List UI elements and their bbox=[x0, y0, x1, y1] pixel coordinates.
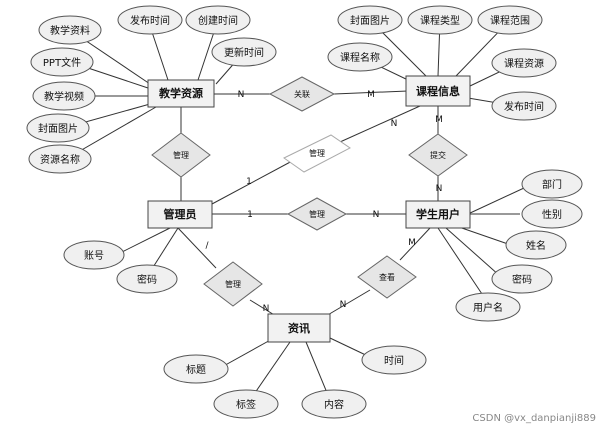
attr-res-create-time: 创建时间 bbox=[185, 5, 251, 35]
attr-course-type: 课程类型 bbox=[407, 5, 473, 35]
entity-resource-label: 教学资源 bbox=[158, 86, 203, 100]
entity-student: 学生用户 bbox=[405, 200, 471, 229]
attr-res-create-time-label: 创建时间 bbox=[198, 14, 238, 27]
attr-stu-username-label: 用户名 bbox=[473, 301, 503, 314]
attr-stu-gender-label: 性别 bbox=[542, 208, 562, 221]
attr-course-resource-label: 课程资源 bbox=[504, 57, 544, 70]
attr-course-publish-time: 发布时间 bbox=[491, 91, 557, 121]
attr-res-publish-time: 发布时间 bbox=[117, 5, 183, 35]
attr-admin-account: 账号 bbox=[63, 240, 125, 270]
attr-stu-name: 姓名 bbox=[505, 230, 567, 260]
attr-news-time: 时间 bbox=[361, 345, 427, 375]
relation-admin-course-label: 管理 bbox=[309, 148, 325, 158]
attr-res-ppt-label: PPT文件 bbox=[43, 56, 81, 69]
attr-res-material: 教学资料 bbox=[38, 15, 102, 45]
card-admin-news-admin: / bbox=[205, 241, 209, 251]
entity-news-label: 资讯 bbox=[288, 321, 310, 335]
attr-course-scope-label: 课程范围 bbox=[490, 14, 530, 27]
attr-res-cover-label: 封面图片 bbox=[38, 122, 78, 135]
card-admin-student-admin: 1 bbox=[247, 210, 253, 220]
relation-student-course: 提交 bbox=[408, 133, 468, 177]
card-admin-student-student: N bbox=[373, 210, 380, 220]
entity-resource: 教学资源 bbox=[147, 79, 215, 108]
attr-news-title-label: 标题 bbox=[186, 364, 206, 376]
attr-res-ppt: PPT文件 bbox=[30, 47, 94, 77]
card-admin-course-admin: 1 bbox=[246, 177, 252, 187]
attr-res-name-label: 资源名称 bbox=[40, 153, 80, 166]
entity-student-label: 学生用户 bbox=[416, 207, 460, 221]
card-admin-course-course: N bbox=[391, 119, 398, 129]
attr-stu-gender: 性别 bbox=[521, 199, 583, 229]
attr-course-name: 课程名称 bbox=[327, 42, 393, 72]
cardinality-labels: N M 1 N 1 N / N N M M N bbox=[205, 90, 442, 314]
attr-course-publish-time-label: 发布时间 bbox=[504, 100, 544, 113]
attr-stu-password: 密码 bbox=[491, 264, 553, 294]
attr-res-update-time-label: 更新时间 bbox=[224, 46, 264, 59]
attr-news-time-label: 时间 bbox=[384, 354, 404, 367]
attr-res-video: 教学视频 bbox=[32, 81, 96, 111]
attr-res-name: 资源名称 bbox=[28, 144, 92, 174]
relation-res-course: 关联 bbox=[268, 76, 336, 112]
attr-course-cover-label: 封面图片 bbox=[350, 14, 390, 27]
attr-stu-dept: 部门 bbox=[521, 169, 583, 199]
card-student-news-news: N bbox=[340, 300, 347, 310]
relation-student-news: 查看 bbox=[357, 255, 417, 299]
card-res-course-course: M bbox=[367, 90, 375, 100]
attr-stu-password-label: 密码 bbox=[512, 273, 532, 286]
attr-res-update-time: 更新时间 bbox=[211, 37, 277, 67]
attr-course-type-label: 课程类型 bbox=[420, 14, 460, 27]
attr-course-resource: 课程资源 bbox=[491, 48, 557, 78]
attr-news-tag-label: 标签 bbox=[236, 398, 256, 411]
entity-admin-label: 管理员 bbox=[164, 207, 197, 221]
relation-student-news-label: 查看 bbox=[379, 272, 395, 282]
attr-admin-password-label: 密码 bbox=[137, 273, 157, 286]
attr-res-publish-time-label: 发布时间 bbox=[130, 14, 170, 27]
entity-course: 课程信息 bbox=[405, 75, 471, 107]
attr-course-scope: 课程范围 bbox=[477, 5, 543, 35]
attr-news-tag: 标签 bbox=[213, 389, 279, 419]
card-admin-news-news: N bbox=[263, 304, 270, 314]
attr-admin-password: 密码 bbox=[116, 264, 178, 294]
attr-res-material-label: 教学资料 bbox=[50, 24, 90, 37]
attr-stu-name-label: 姓名 bbox=[526, 239, 546, 252]
card-student-course-course: M bbox=[435, 115, 443, 125]
attr-stu-dept-label: 部门 bbox=[542, 178, 562, 191]
watermark: CSDN @vx_danpianji889 bbox=[472, 413, 596, 424]
relation-admin-news: 管理 bbox=[203, 261, 263, 307]
attr-res-video-label: 教学视频 bbox=[44, 90, 84, 103]
relation-admin-res: 管理 bbox=[151, 132, 211, 178]
relation-res-course-label: 关联 bbox=[294, 89, 310, 99]
relation-student-course-label: 提交 bbox=[430, 150, 446, 160]
attr-res-cover: 封面图片 bbox=[26, 113, 90, 143]
entity-course-label: 课程信息 bbox=[416, 84, 460, 98]
attr-course-name-label: 课程名称 bbox=[340, 51, 380, 64]
relation-admin-news-label: 管理 bbox=[225, 279, 241, 289]
relation-admin-res-label: 管理 bbox=[173, 150, 189, 160]
attr-news-content-label: 内容 bbox=[324, 398, 344, 411]
relation-admin-student-label: 管理 bbox=[309, 209, 325, 219]
attr-news-title: 标题 bbox=[163, 354, 229, 384]
card-res-course-res: N bbox=[238, 90, 245, 100]
attr-course-cover: 封面图片 bbox=[337, 5, 403, 35]
entity-admin: 管理员 bbox=[147, 200, 213, 229]
attr-stu-username: 用户名 bbox=[455, 292, 521, 322]
card-student-news-student: M bbox=[408, 238, 416, 248]
relation-admin-course: 管理 bbox=[283, 134, 351, 173]
entity-news: 资讯 bbox=[267, 313, 331, 343]
attr-admin-account-label: 账号 bbox=[84, 250, 104, 262]
relation-admin-student: 管理 bbox=[286, 197, 348, 231]
card-student-course-student: N bbox=[436, 184, 443, 194]
attr-news-content: 内容 bbox=[301, 389, 367, 419]
